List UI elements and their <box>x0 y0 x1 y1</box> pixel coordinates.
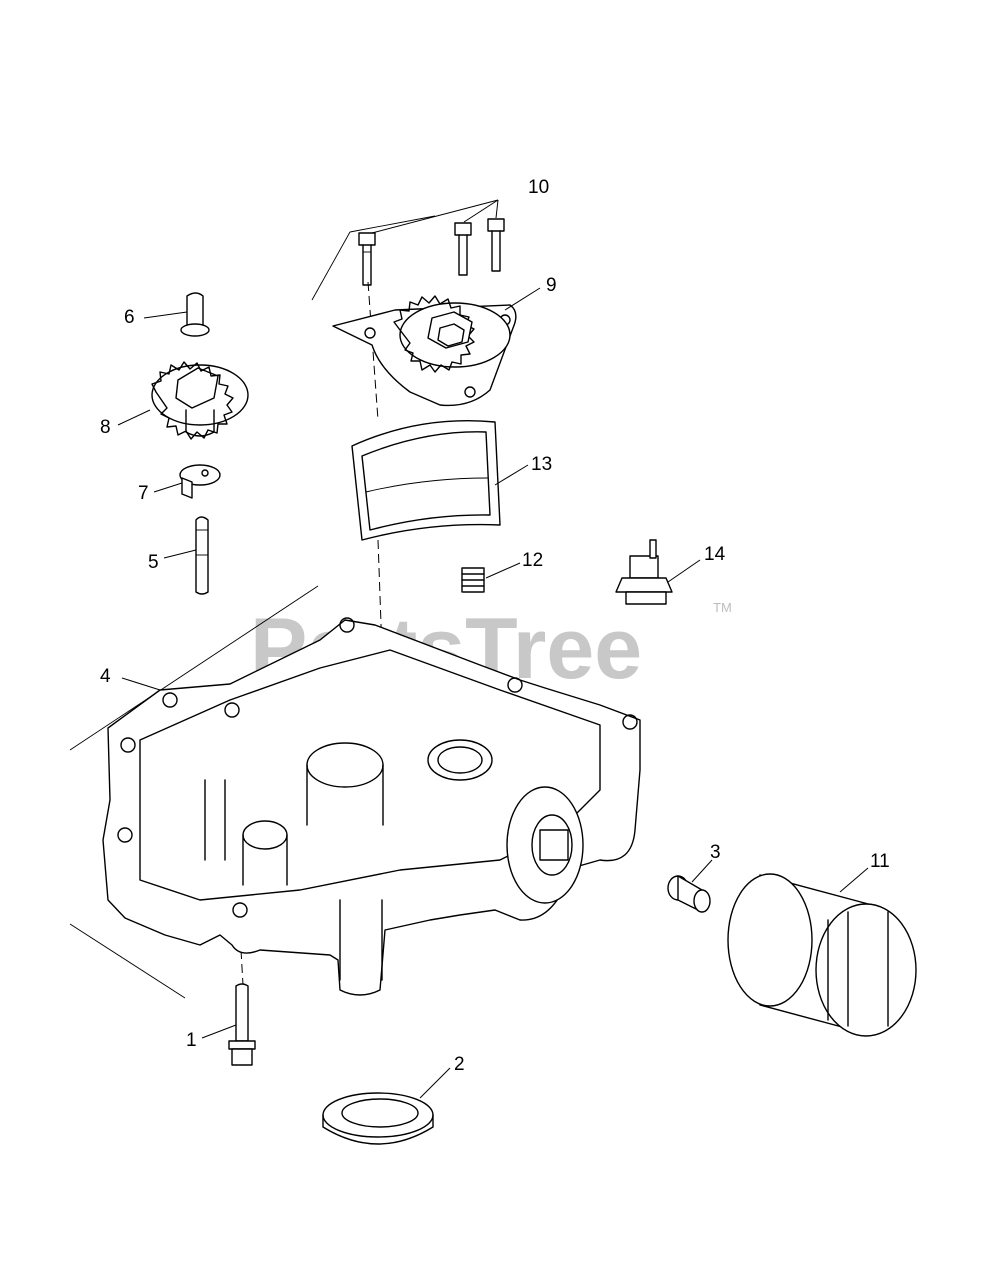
callout-2[interactable]: 2 <box>454 1054 465 1075</box>
part-5-shaft[interactable] <box>195 516 209 595</box>
screw-left <box>358 232 376 286</box>
part-9-oil-pump-gear[interactable] <box>332 295 517 407</box>
part-2-seal[interactable] <box>322 1092 434 1145</box>
part-3-fitting[interactable] <box>667 875 711 913</box>
callout-8[interactable]: 8 <box>100 417 111 438</box>
part-8-gear[interactable] <box>151 361 249 440</box>
part-13-screen[interactable] <box>351 420 501 541</box>
part-7-washer[interactable] <box>179 464 221 499</box>
callout-9[interactable]: 9 <box>546 275 557 296</box>
callout-1[interactable]: 1 <box>186 1030 197 1051</box>
callout-11[interactable]: 11 <box>870 851 890 872</box>
section-boundary-lines <box>69 215 436 999</box>
part-6-pin[interactable] <box>180 292 210 337</box>
callout-labels: 1 2 3 4 5 6 7 8 9 10 11 12 13 14 <box>100 177 890 1075</box>
callout-3[interactable]: 3 <box>710 842 721 863</box>
part-4-oil-pan[interactable] <box>102 617 641 996</box>
callout-6[interactable]: 6 <box>124 307 135 328</box>
screw-middle <box>454 222 472 276</box>
watermark-trademark: TM <box>713 600 732 615</box>
callout-4[interactable]: 4 <box>100 666 111 687</box>
screw-right <box>487 218 505 272</box>
part-1-bolt[interactable] <box>228 983 256 1066</box>
callout-5[interactable]: 5 <box>148 552 159 573</box>
part-10-screws[interactable] <box>358 218 505 286</box>
part-11-oil-filter[interactable] <box>727 873 917 1037</box>
callout-12[interactable]: 12 <box>522 550 543 571</box>
callout-7[interactable]: 7 <box>138 483 149 504</box>
part-14-pressure-switch[interactable] <box>615 539 673 605</box>
callout-10[interactable]: 10 <box>528 177 549 198</box>
callout-13[interactable]: 13 <box>531 454 552 475</box>
part-12-spring[interactable] <box>461 567 485 593</box>
callout-14[interactable]: 14 <box>704 544 726 565</box>
callout-leaders <box>117 199 869 1099</box>
